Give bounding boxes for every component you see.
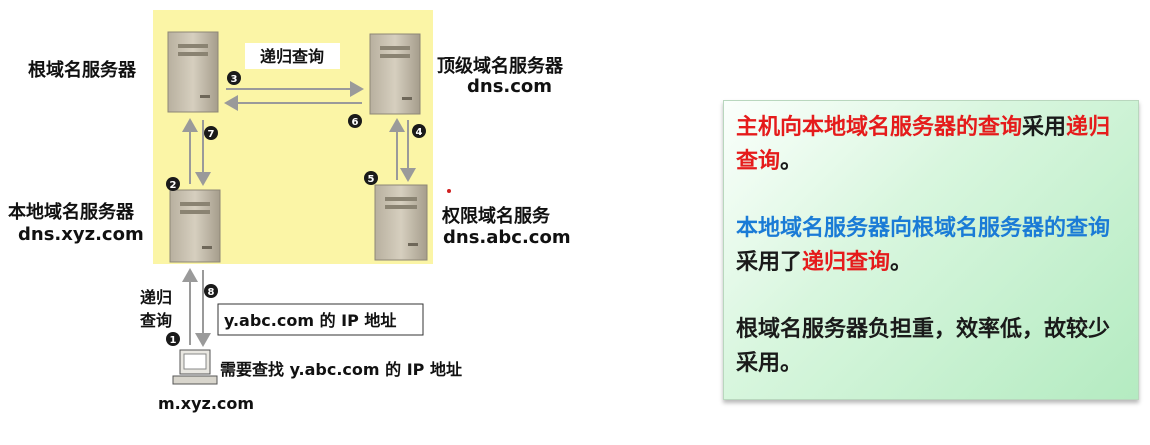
answer-box-text: y.abc.com 的 IP 地址 xyxy=(224,311,396,330)
svg-text:7: 7 xyxy=(208,129,215,140)
local-domain-label: dns.xyz.com xyxy=(18,224,144,245)
info-box: 主机向本地域名服务器的查询采用递归查询。 本地域名服务器向根域名服务器的查询采用… xyxy=(723,100,1139,400)
dns-recursive-query-diagram: 递归查询 3 6 xyxy=(8,10,571,413)
step-badge-5: 5 xyxy=(364,171,378,185)
svg-text:3: 3 xyxy=(231,74,238,85)
tld-domain-label: dns.com xyxy=(467,76,552,97)
info-p2-black: 采用了 xyxy=(736,250,803,275)
step-badge-8: 8 xyxy=(204,284,218,298)
recursive-banner: 递归查询 xyxy=(260,47,324,66)
info-p2-end: 。 xyxy=(890,250,913,275)
local-server-icon xyxy=(169,189,221,263)
host-name-label: m.xyz.com xyxy=(158,394,254,413)
info-p1-end: 。 xyxy=(780,149,803,174)
step-badge-4: 4 xyxy=(412,124,426,138)
info-p1-red: 主机向本地域名服务器的查询 xyxy=(736,115,1023,140)
host-need-label: 需要查找 y.abc.com 的 IP 地址 xyxy=(220,360,462,379)
query-type-line2: 查询 xyxy=(140,311,172,330)
recursive-banner-bg xyxy=(245,43,340,69)
auth-server-label: 权限域名服务 xyxy=(441,205,551,227)
step-badge-3: 3 xyxy=(227,71,241,85)
root-server-icon xyxy=(167,31,219,113)
step-badge-7: 7 xyxy=(204,126,218,140)
info-p2-blue: 本地域名服务器向根域名服务器的查询 xyxy=(736,216,1111,241)
root-server-label: 根域名服务器 xyxy=(28,59,137,81)
tld-server-label: 顶级域名服务器 xyxy=(437,55,564,77)
svg-text:1: 1 xyxy=(170,335,177,346)
info-paragraph-2: 本地域名服务器向根域名服务器的查询采用了递归查询。 xyxy=(736,212,1120,280)
info-p1-black: 采用 xyxy=(1022,115,1067,140)
step-badge-6: 6 xyxy=(348,114,362,128)
svg-text:5: 5 xyxy=(368,174,375,185)
computer-icon xyxy=(172,349,218,385)
svg-text:6: 6 xyxy=(352,117,359,128)
query-type-line1: 递归 xyxy=(140,288,172,307)
info-paragraph-1: 主机向本地域名服务器的查询采用递归查询。 xyxy=(736,111,1120,179)
info-p1-red2: 递归查询 xyxy=(736,115,1111,174)
svg-text:4: 4 xyxy=(416,127,423,138)
answer-box xyxy=(217,303,424,336)
auth-server-icon xyxy=(374,184,428,261)
info-p3: 根域名服务器负担重，效率低，故较少采用。 xyxy=(736,317,1111,376)
local-server-label: 本地域名服务器 xyxy=(8,201,135,223)
red-dot xyxy=(447,189,451,193)
step-badge-1: 1 xyxy=(166,332,180,346)
info-paragraph-3: 根域名服务器负担重，效率低，故较少采用。 xyxy=(736,313,1120,381)
auth-domain-label: dns.abc.com xyxy=(443,227,571,248)
tld-server-icon xyxy=(369,33,421,115)
step-badge-2: 2 xyxy=(166,177,180,191)
info-p2-red: 递归查询 xyxy=(802,250,891,275)
svg-text:2: 2 xyxy=(170,180,177,191)
svg-text:8: 8 xyxy=(208,287,215,298)
